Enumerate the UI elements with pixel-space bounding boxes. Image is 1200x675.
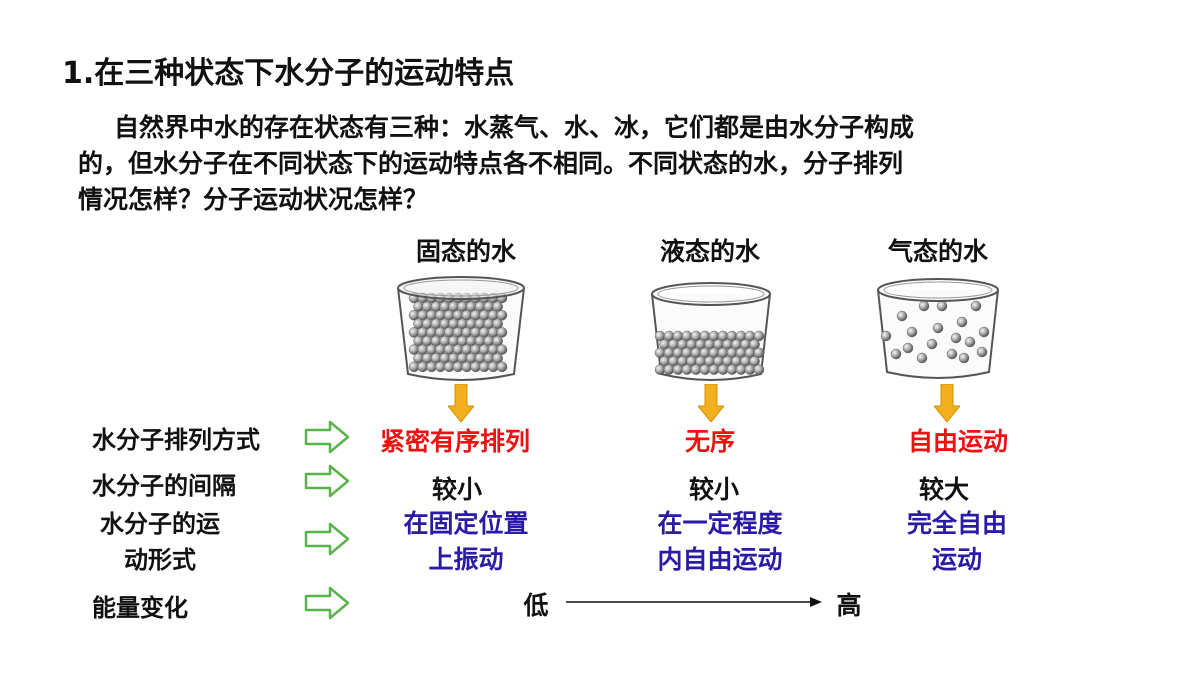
water-molecule [699, 364, 711, 375]
state-label-gas: 气态的水 [887, 237, 989, 266]
water-molecule [976, 346, 988, 358]
water-molecule [672, 364, 684, 375]
water-molecule [681, 364, 693, 375]
water-molecule [978, 326, 990, 338]
down-arrow-solid [448, 384, 474, 422]
water-molecule [479, 361, 490, 373]
water-molecule [744, 364, 756, 375]
water-molecule [417, 361, 429, 373]
water-molecule [735, 364, 747, 375]
energy-low: 低 [523, 591, 549, 620]
motion-liquid: 在一定程度 内自由运动 [657, 506, 782, 578]
liquid-water-beaker [651, 282, 771, 381]
water-molecule [492, 335, 503, 347]
hollow-arrow-spacing [304, 464, 350, 498]
water-molecule [902, 342, 914, 354]
spacing-liquid: 较小 [688, 475, 740, 504]
water-molecule [958, 352, 970, 364]
water-molecule [496, 344, 508, 355]
water-molecule [906, 326, 918, 338]
water-molecule [726, 364, 738, 375]
row-label-motion-1: 水分子的运 [100, 510, 220, 538]
water-molecule [950, 332, 962, 344]
water-molecule [492, 352, 503, 364]
water-molecule [753, 364, 765, 375]
motion-gas: 完全自由 运动 [907, 506, 1007, 578]
row-label-arrangement: 水分子排列方式 [92, 426, 260, 454]
motion-liquid-line-1: 在一定程度 [657, 509, 783, 538]
water-molecule [690, 364, 702, 375]
motion-gas-line-2: 运动 [931, 545, 983, 574]
state-label-liquid: 液态的水 [659, 237, 761, 266]
water-molecule [663, 364, 675, 375]
row-label-energy: 能量变化 [92, 594, 188, 622]
water-molecule [932, 322, 944, 334]
water-molecule [654, 364, 666, 375]
water-molecule [926, 338, 938, 350]
intro-paragraph: 自然界中水的存在状态有三种：水蒸气、水、冰，它们都是由水分子构成 的，但水分子在… [78, 110, 1088, 218]
energy-high: 高 [836, 591, 862, 620]
paragraph-line-3: 情况怎样？分子运动状况怎样？ [78, 185, 429, 214]
water-molecule [452, 361, 464, 373]
motion-solid: 在固定位置 上振动 [403, 506, 528, 578]
hollow-arrow-motion [304, 522, 350, 556]
down-arrow-liquid [698, 384, 724, 422]
water-molecule [470, 361, 481, 373]
row-label-motion-2: 动形式 [124, 546, 196, 574]
gas-water-beaker [877, 278, 999, 379]
row-label-spacing: 水分子的间隔 [92, 472, 236, 500]
water-molecule [492, 318, 503, 330]
arrangement-liquid: 无序 [684, 427, 736, 456]
water-molecule [956, 316, 968, 328]
water-molecule [749, 355, 760, 367]
hollow-arrow-energy [304, 586, 350, 620]
arrangement-solid: 紧密有序排列 [379, 427, 531, 456]
water-molecule [753, 347, 765, 359]
water-molecule [918, 300, 930, 312]
water-molecule [408, 361, 420, 373]
water-molecule [492, 301, 503, 312]
water-molecule [496, 361, 508, 373]
spacing-solid: 较小 [431, 475, 483, 504]
spacing-gas: 较大 [918, 475, 970, 504]
water-molecule [753, 330, 765, 342]
motion-liquid-line-2: 内自由运动 [657, 545, 783, 574]
energy-arrow [566, 597, 822, 607]
state-label-solid: 固态的水 [415, 237, 517, 266]
water-molecule [426, 361, 437, 373]
water-molecule [717, 364, 729, 375]
paragraph-line-1: 自然界中水的存在状态有三种：水蒸气、水、冰，它们都是由水分子构成 [114, 113, 915, 142]
water-molecule [946, 348, 958, 360]
solid-water-beaker [397, 276, 525, 381]
motion-gas-line-1: 完全自由 [906, 509, 1008, 538]
hollow-arrow-arrangement [304, 420, 350, 454]
water-molecule [749, 339, 760, 350]
arrangement-gas: 自由运动 [907, 427, 1009, 456]
motion-solid-line-1: 在固定位置 [403, 509, 529, 538]
page-title: 1.在三种状态下水分子的运动特点 [62, 56, 515, 91]
water-molecule [964, 336, 976, 348]
down-arrow-gas [934, 384, 960, 422]
water-molecule [916, 352, 928, 364]
water-molecule [880, 330, 892, 342]
water-molecule [496, 309, 508, 321]
water-molecule [496, 327, 508, 338]
water-molecule [936, 300, 948, 312]
water-molecule [461, 361, 473, 373]
water-molecule [896, 310, 908, 322]
water-molecule [435, 361, 446, 373]
water-molecule [890, 348, 902, 360]
paragraph-line-2: 的，但水分子在不同状态下的运动特点各不相同。不同状态的水，分子排列 [78, 149, 904, 178]
water-molecule [487, 361, 499, 373]
motion-solid-line-2: 上振动 [428, 545, 504, 574]
water-molecule [708, 364, 720, 375]
water-molecule [970, 300, 982, 312]
water-molecule [443, 361, 455, 373]
